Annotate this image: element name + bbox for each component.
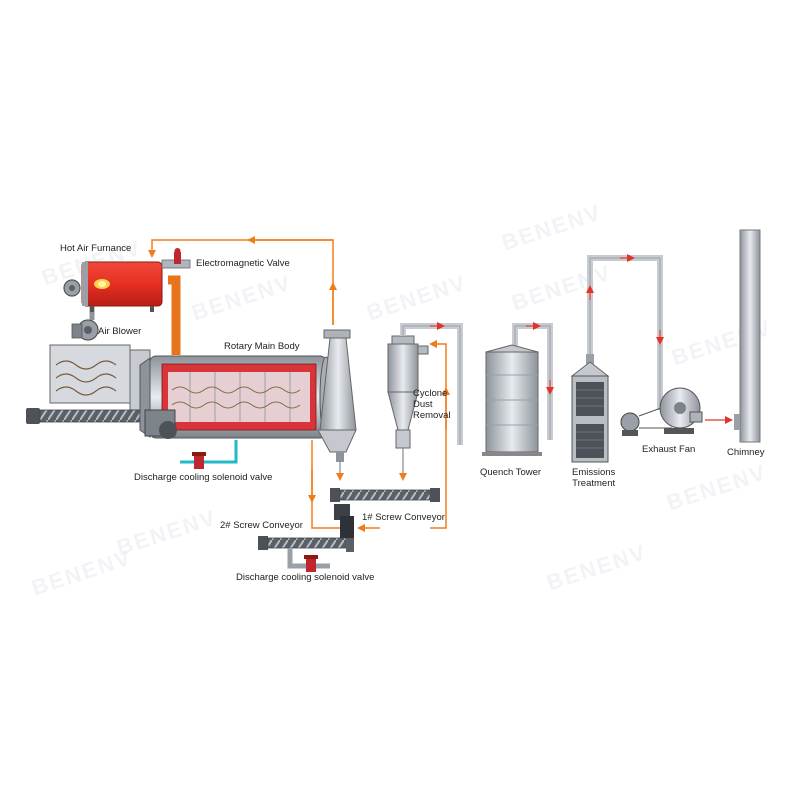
emissions-treatment	[570, 354, 610, 463]
label-screw-conveyor-1: 1# Screw Conveyor	[362, 512, 445, 523]
label-air-blower: Air Blower	[98, 326, 142, 337]
hot-gas-return-line	[148, 236, 450, 532]
label-cyclone-dust-removal: Cyclone Dust Removal	[413, 388, 451, 421]
label-emissions-treatment: Emissions Treatment	[572, 467, 616, 489]
rotary-main-body	[139, 355, 333, 439]
label-screw-conveyor-2: 2# Screw Conveyor	[220, 520, 303, 531]
screw-conveyor-2	[258, 516, 354, 552]
label-electromagnetic-valve: Electromagnetic Valve	[196, 258, 290, 269]
feed-hopper	[49, 344, 151, 411]
chimney	[734, 229, 761, 443]
label-rotary-main-body: Rotary Main Body	[224, 341, 300, 352]
label-quench-tower: Quench Tower	[480, 467, 542, 478]
electromagnetic-valve	[161, 248, 191, 269]
label-chimney: Chimney	[727, 447, 765, 458]
label-discharge-valve-bottom: Discharge cooling solenoid valve	[236, 572, 375, 583]
quench-tower	[482, 344, 542, 456]
exhaust-gas-arrows	[430, 254, 733, 424]
air-blower	[71, 300, 99, 341]
cooling-pipe-bottom	[287, 548, 330, 572]
label-exhaust-fan: Exhaust Fan	[642, 444, 696, 455]
cooling-pipe-top	[180, 440, 238, 469]
discharge-hood	[317, 329, 357, 462]
label-hot-air-furnace: Hot Air Furnance	[60, 243, 132, 254]
hot-air-furnace	[63, 248, 191, 355]
screw-conveyor-1	[330, 488, 440, 520]
exhaust-fan	[620, 387, 703, 436]
label-discharge-valve-top: Discharge cooling solenoid valve	[134, 472, 273, 483]
